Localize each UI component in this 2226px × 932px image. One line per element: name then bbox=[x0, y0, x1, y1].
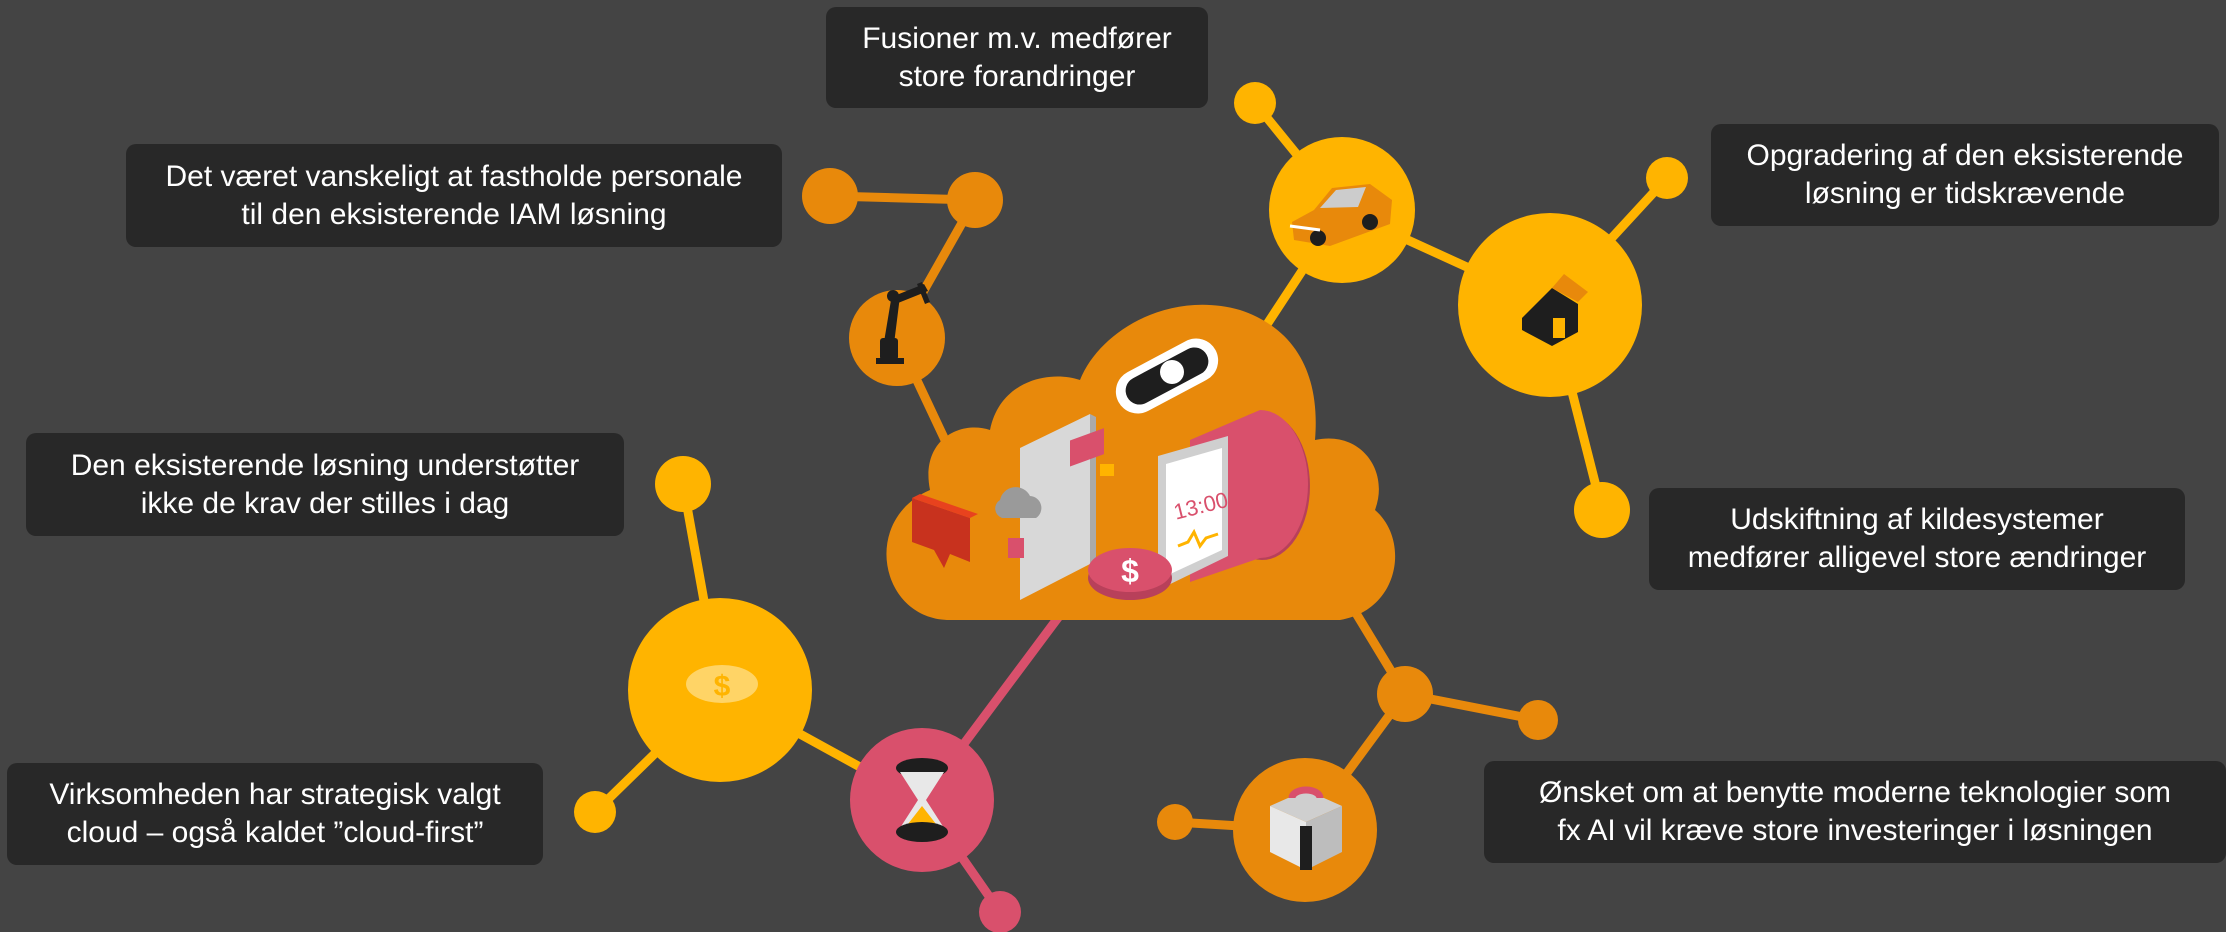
callout-line: løsning er tidskrævende bbox=[1804, 177, 2126, 210]
hourglass-icon bbox=[896, 758, 948, 842]
toggle-switch-icon bbox=[1115, 338, 1219, 414]
node-dot bbox=[947, 172, 1003, 228]
callout-line: medfører alligevel store ændringer bbox=[1687, 541, 2147, 574]
callout-line: Den eksisterende løsning understøtter bbox=[70, 448, 580, 482]
box-node bbox=[1233, 758, 1377, 902]
callout-line: Virksomheden har strategisk valgt bbox=[49, 778, 501, 811]
callout-line: Opgradering af den eksisterende bbox=[1746, 139, 2184, 172]
callout-upgrade: Opgradering af den eksisterende løsning … bbox=[1711, 124, 2219, 226]
dollar-symbol: $ bbox=[1121, 553, 1139, 589]
node-dot bbox=[802, 168, 858, 224]
node-dot bbox=[1157, 804, 1193, 840]
callout-line: store forandringer bbox=[898, 59, 1136, 93]
car-icon bbox=[1289, 184, 1392, 246]
node-dot bbox=[979, 891, 1021, 932]
dollar-coin-icon: $ bbox=[1088, 548, 1172, 600]
callout-requirements: Den eksisterende løsning understøtter ik… bbox=[26, 433, 624, 536]
callout-cloud-first: Virksomheden har strategisk valgt cloud … bbox=[7, 763, 543, 865]
callout-line: fx AI vil kræve store investeringer i lø… bbox=[1557, 814, 2153, 847]
callout-line: cloud – også kaldet ”cloud-first” bbox=[66, 816, 484, 849]
callout-staff: Det været vanskeligt at fastholde person… bbox=[126, 144, 782, 247]
central-cloud: 13:00 $ bbox=[886, 304, 1396, 620]
nodes bbox=[574, 82, 1688, 932]
node-dot bbox=[1518, 700, 1558, 740]
callout-line: Fusioner m.v. medfører bbox=[862, 21, 1172, 55]
car-node bbox=[1269, 137, 1415, 283]
callout-modern-tech: Ønsket om at benytte moderne teknologier… bbox=[1484, 761, 2226, 863]
watch-icon: 13:00 bbox=[1158, 436, 1231, 590]
callout-line: Ønsket om at benytte moderne teknologier… bbox=[1539, 776, 2171, 809]
house-node bbox=[1458, 213, 1642, 397]
coin-icon: $ bbox=[686, 665, 758, 703]
callout-line: til den eksisterende IAM løsning bbox=[241, 197, 667, 231]
callout-source-systems: Udskiftning af kildesystemer medfører al… bbox=[1649, 488, 2185, 590]
node-dot bbox=[655, 456, 711, 512]
callout-mergers: Fusioner m.v. medfører store forandringe… bbox=[826, 7, 1208, 108]
node-dot bbox=[1574, 482, 1630, 538]
node-dot bbox=[574, 791, 616, 833]
hourglass-node bbox=[850, 728, 994, 872]
robot-arm-node bbox=[849, 282, 945, 386]
document-icon bbox=[995, 414, 1114, 600]
coin-symbol: $ bbox=[714, 670, 731, 703]
box-icon bbox=[1270, 786, 1342, 870]
node-dot bbox=[1377, 666, 1433, 722]
node-dot bbox=[1646, 157, 1688, 199]
callout-line: ikke de krav der stilles i dag bbox=[140, 486, 510, 520]
chat-bubble-icon bbox=[912, 494, 978, 568]
house-icon bbox=[1522, 274, 1588, 346]
callout-line: Det været vanskeligt at fastholde person… bbox=[165, 159, 743, 193]
callout-line: Udskiftning af kildesystemer bbox=[1730, 503, 2104, 536]
node-dot bbox=[1234, 82, 1276, 124]
robot-arm-icon bbox=[876, 282, 930, 364]
coin-node: $ bbox=[628, 598, 812, 782]
